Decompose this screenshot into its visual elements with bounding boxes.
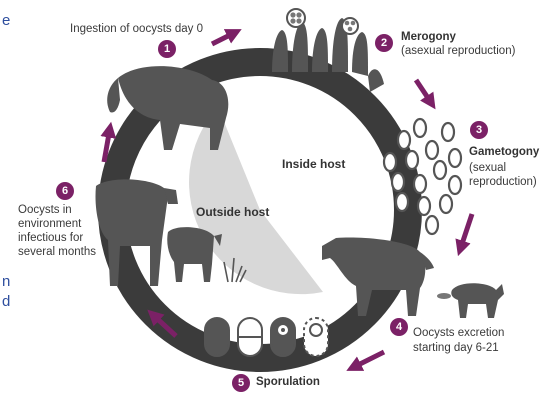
edge-fragment: n: [2, 273, 10, 290]
step4-badge: 4: [390, 318, 408, 336]
step3-subtitle-line: reproduction): [469, 176, 537, 190]
step6-line: environment: [18, 218, 81, 232]
inside-host-label: Inside host: [282, 157, 345, 171]
step4-line: Oocysts excretion: [413, 327, 504, 341]
calf-silhouette: [437, 283, 504, 318]
step2-subtitle: (asexual reproduction): [401, 45, 515, 59]
step3-subtitle-line: (sexual: [469, 162, 506, 176]
step6-line: several months: [18, 246, 96, 260]
step1-label: Ingestion of oocysts day 0: [70, 23, 203, 37]
step5-title: Sporulation: [256, 376, 320, 390]
step1-badge: 1: [158, 40, 176, 58]
step3-title: Gametogony: [469, 146, 539, 160]
step3-badge: 3: [470, 121, 488, 139]
step2-badge: 2: [375, 34, 393, 52]
outside-host-label: Outside host: [196, 205, 269, 219]
step4-line: starting day 6-21: [413, 342, 499, 356]
step6-badge: 6: [56, 182, 74, 200]
step6-line: infectious for: [18, 232, 83, 246]
edge-fragment: d: [2, 293, 10, 310]
edge-fragment: e: [2, 12, 10, 29]
step6-line: Oocysts in: [18, 204, 72, 218]
step2-title: Merogony: [401, 31, 456, 45]
step5-badge: 5: [232, 374, 250, 392]
